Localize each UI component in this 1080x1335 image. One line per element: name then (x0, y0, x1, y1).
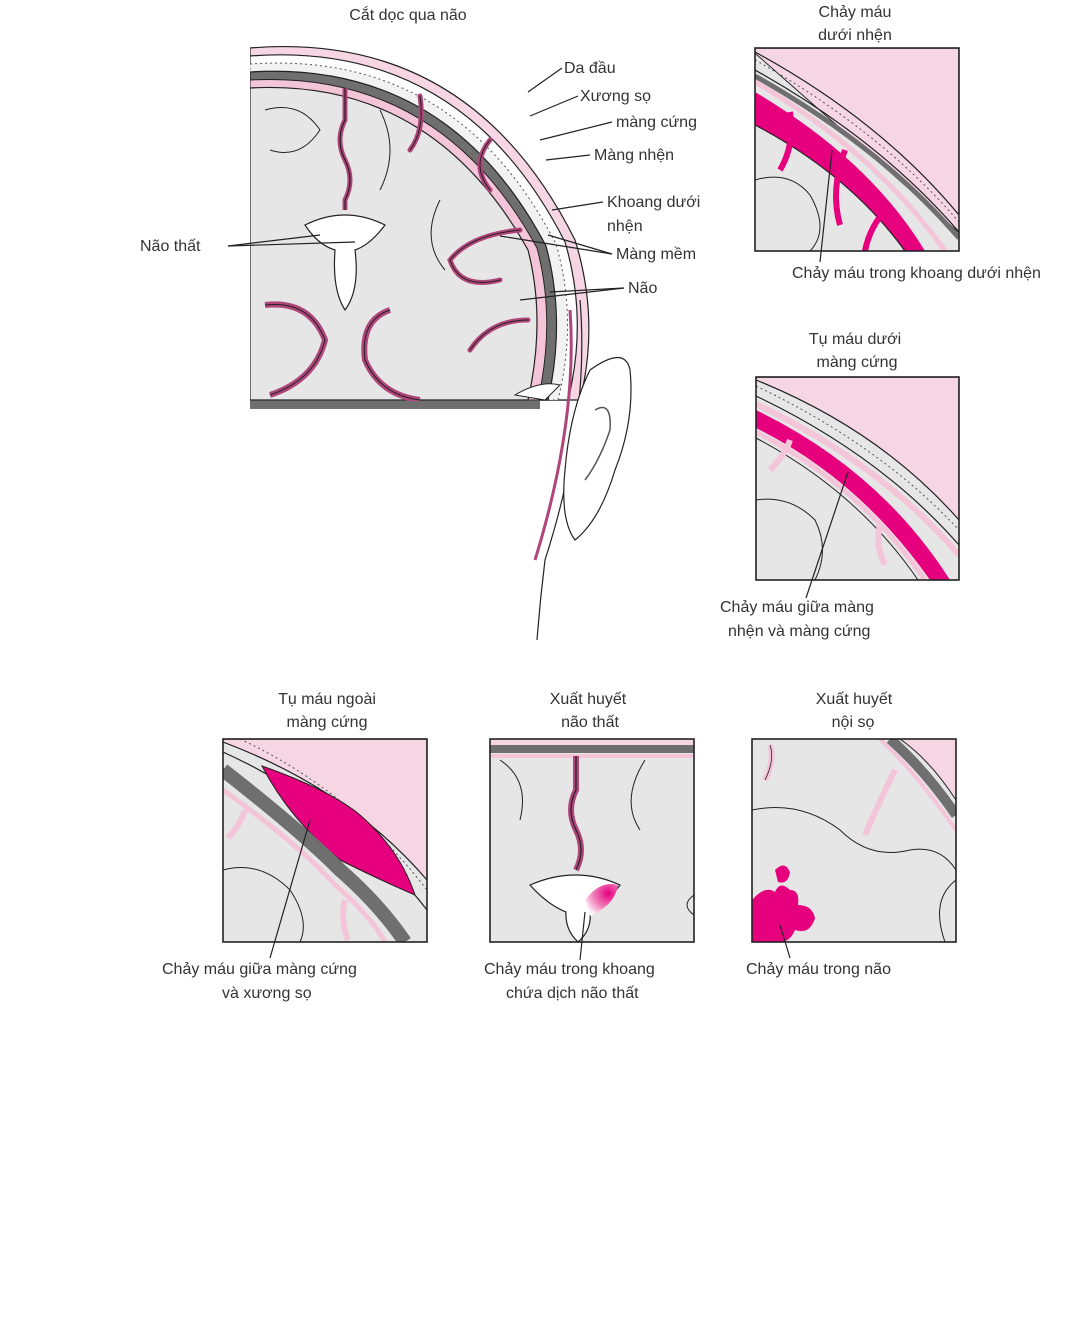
label-dura: màng cứng (616, 114, 697, 131)
panel-subdural-caption-1: Chảy máu giữa màng (720, 599, 874, 616)
panel-subdural-title-2: màng cứng (817, 354, 898, 371)
subdural-blood (756, 410, 950, 580)
label-subarachnoid-1: Khoang dưới (607, 194, 700, 211)
main-title: Cắt dọc qua não (349, 5, 467, 24)
intracerebral-blood (752, 885, 815, 942)
panel-intraventricular-title-1: Xuất huyết (550, 691, 627, 708)
neck-outline (536, 299, 583, 641)
panel-epidural-title-1: Tụ máu ngoài (278, 691, 376, 708)
panel-intraventricular-caption-1: Chảy máu trong khoang (484, 961, 655, 978)
panel-epidural-title-2: màng cứng (287, 714, 368, 731)
panel-subdural: Tụ máu dưới màng cứng Chảy máu giữa màng… (720, 331, 960, 640)
label-subarachnoid-2: nhện (607, 218, 643, 235)
label-scalp: Da đầu (564, 60, 616, 77)
ear-shape (563, 356, 632, 541)
panel-subdural-title-1: Tụ máu dưới (809, 331, 901, 348)
panel-epidural: Tụ máu ngoài màng cứng Chảy máu giữa màn… (162, 691, 428, 1002)
panel-intracerebral-title-1: Xuất huyết (816, 691, 893, 708)
brain-cross-section (250, 46, 590, 409)
panel-intracerebral-caption: Chảy máu trong não (746, 961, 891, 978)
main-brain-section: Cắt dọc qua não (140, 5, 700, 641)
panel-subarachnoid-title-2: dưới nhện (818, 27, 892, 44)
panel-intraventricular-caption-2: chứa dịch não thất (506, 985, 639, 1002)
label-ventricles: Não thất (140, 238, 201, 255)
panel-subarachnoid-caption: Chảy máu trong khoang dưới nhện (792, 265, 1041, 282)
ventricles-shape (304, 214, 386, 312)
label-arachnoid: Màng nhện (594, 147, 674, 164)
panel-subarachnoid-title-1: Chảy máu (819, 4, 892, 21)
panel-subdural-caption-2: nhện và màng cứng (728, 623, 870, 640)
panel-intracerebral: Xuất huyết nội sọ Chảy máu trong não (746, 691, 957, 978)
label-pia: Màng mềm (616, 246, 696, 263)
intraventricular-blood (585, 884, 618, 916)
panel-epidural-caption-2: và xương sọ (222, 985, 312, 1002)
epidural-blood (260, 765, 416, 896)
label-skull: Xương sọ (580, 88, 651, 105)
label-brain: Não (628, 280, 657, 297)
panel-epidural-caption-1: Chảy máu giữa màng cứng (162, 961, 357, 978)
panel-intraventricular-title-2: não thất (561, 714, 619, 731)
panel-subarachnoid: Chảy máu dưới nhện Chảy máu trong khoang… (754, 4, 1041, 282)
panel-intracerebral-title-2: nội sọ (832, 714, 875, 731)
panel-intraventricular: Xuất huyết não thất Chảy máu trong khoan… (484, 691, 695, 1002)
